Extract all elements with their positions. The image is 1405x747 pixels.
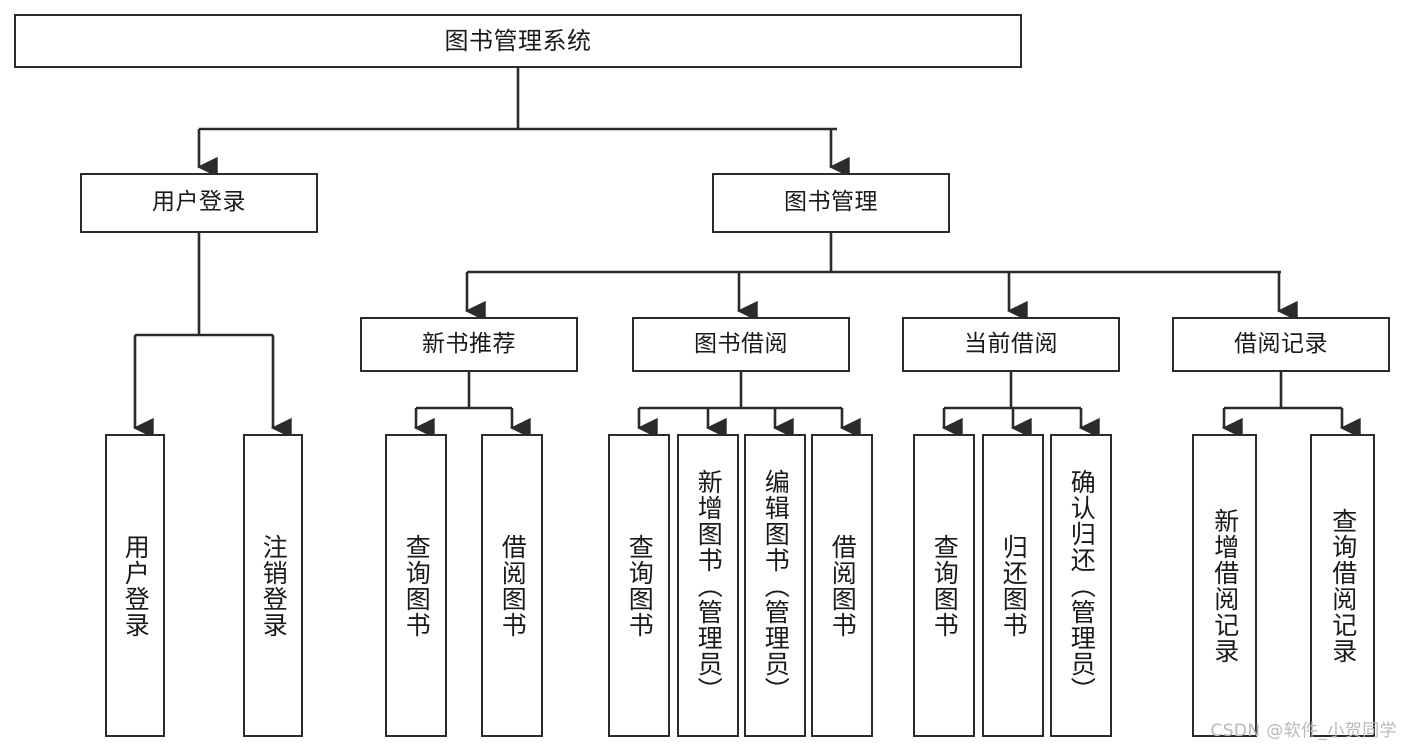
node-leaf-borrow-book-2[interactable]: 借阅图书 bbox=[811, 434, 873, 737]
node-leaf-borrow-book-1[interactable]: 借阅图书 bbox=[481, 434, 543, 737]
node-book-manage-label: 图书管理 bbox=[784, 189, 878, 216]
node-leaf-add-book[interactable]: 新增图书（管理员） bbox=[677, 434, 739, 737]
node-leaf-edit-book[interactable]: 编辑图书（管理员） bbox=[744, 434, 806, 737]
node-current-borrow-label: 当前借阅 bbox=[964, 330, 1058, 357]
node-book-borrow[interactable]: 图书借阅 bbox=[632, 317, 850, 372]
node-leaf-user-logout[interactable]: 注销登录 bbox=[243, 434, 303, 737]
node-leaf-user-logout-label: 注销登录 bbox=[259, 533, 289, 638]
node-leaf-confirm-return-label: 确认归还（管理员） bbox=[1067, 468, 1097, 703]
node-new-book-recommend[interactable]: 新书推荐 bbox=[360, 317, 578, 372]
node-leaf-query-book-3[interactable]: 查询图书 bbox=[913, 434, 975, 737]
node-new-book-recommend-label: 新书推荐 bbox=[422, 330, 516, 357]
node-book-borrow-label: 图书借阅 bbox=[694, 330, 788, 357]
node-leaf-query-book-1-label: 查询图书 bbox=[402, 533, 432, 638]
node-leaf-query-record[interactable]: 查询借阅记录 bbox=[1310, 434, 1375, 737]
node-leaf-query-book-3-label: 查询图书 bbox=[930, 533, 960, 638]
node-leaf-query-record-label: 查询借阅记录 bbox=[1328, 507, 1358, 664]
node-user-login-label: 用户登录 bbox=[152, 189, 246, 216]
node-borrow-record-label: 借阅记录 bbox=[1234, 330, 1328, 357]
node-leaf-add-record[interactable]: 新增借阅记录 bbox=[1192, 434, 1257, 737]
node-root[interactable]: 图书管理系统 bbox=[14, 14, 1022, 68]
node-leaf-add-book-label: 新增图书（管理员） bbox=[694, 468, 724, 703]
node-borrow-record[interactable]: 借阅记录 bbox=[1172, 317, 1390, 372]
node-leaf-return-book[interactable]: 归还图书 bbox=[982, 434, 1044, 737]
node-root-label: 图书管理系统 bbox=[444, 26, 592, 55]
node-leaf-edit-book-label: 编辑图书（管理员） bbox=[761, 468, 791, 703]
node-book-manage[interactable]: 图书管理 bbox=[712, 173, 950, 233]
node-leaf-borrow-book-2-label: 借阅图书 bbox=[828, 533, 858, 638]
node-leaf-user-login-label: 用户登录 bbox=[121, 533, 151, 638]
node-leaf-return-book-label: 归还图书 bbox=[999, 533, 1029, 638]
node-leaf-query-book-1[interactable]: 查询图书 bbox=[385, 434, 447, 737]
node-leaf-query-book-2[interactable]: 查询图书 bbox=[608, 434, 670, 737]
node-user-login[interactable]: 用户登录 bbox=[80, 173, 318, 233]
node-leaf-user-login[interactable]: 用户登录 bbox=[105, 434, 165, 737]
node-leaf-add-record-label: 新增借阅记录 bbox=[1210, 507, 1240, 664]
node-leaf-borrow-book-1-label: 借阅图书 bbox=[498, 533, 528, 638]
node-leaf-confirm-return[interactable]: 确认归还（管理员） bbox=[1050, 434, 1112, 737]
node-leaf-query-book-2-label: 查询图书 bbox=[625, 533, 655, 638]
node-current-borrow[interactable]: 当前借阅 bbox=[902, 317, 1120, 372]
